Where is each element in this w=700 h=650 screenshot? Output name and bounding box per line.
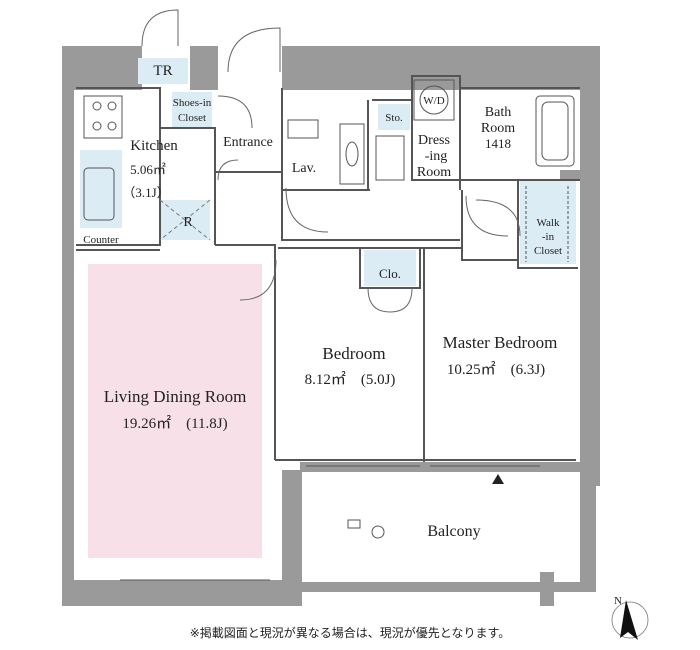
door-swings [141, 9, 521, 313]
kitchen-area: 5.06㎡ [130, 162, 166, 177]
shoes-closet-label-2: Closet [178, 112, 206, 124]
walkin-label-3: Closet [534, 245, 562, 257]
balcony-label: Balcony [427, 523, 480, 540]
interior-walls [76, 75, 580, 462]
window-marker [492, 474, 504, 484]
north-label: N [614, 595, 622, 607]
dressing-label-3: Room [417, 165, 451, 180]
closet-label: Clo. [379, 266, 401, 281]
living-dining-floor [88, 264, 262, 558]
entrance-label: Entrance [223, 135, 273, 150]
shoes-closet-label-1: Shoes-in [173, 97, 212, 109]
room-labels: TR Shoes-in Closet Kitchen 5.06㎡ （3.1J） … [83, 63, 562, 540]
refrigerator-mark [159, 199, 211, 241]
storage-label: Sto. [385, 112, 403, 124]
living-dining-area: 19.26㎡ (11.8J) [122, 415, 227, 432]
dressing-label-2: -ing [425, 149, 448, 164]
kitchen-label: Kitchen [130, 138, 178, 154]
washer-label: W/D [423, 95, 444, 107]
bedroom-area: 8.12㎡ (5.0J) [305, 371, 396, 388]
north-arrow: N [611, 595, 649, 640]
dressing-label-1: Dress [418, 133, 450, 148]
bedroom-label: Bedroom [322, 344, 385, 363]
walkin-label-1: Walk [537, 217, 560, 229]
north-arrow-icon [620, 600, 638, 640]
disclaimer-note: ※掲載図面と現況が異なる場合は、現況が優先となります。 [189, 626, 511, 640]
storage-fills [80, 58, 576, 286]
bath-label-1: Bath [485, 105, 511, 120]
fixtures [83, 79, 575, 581]
tr-label: TR [153, 63, 172, 79]
living-dining-label: Living Dining Room [104, 387, 247, 406]
kitchen-tatami: （3.1J） [122, 185, 169, 200]
refrigerator-label: R [183, 215, 193, 230]
lav-label: Lav. [292, 161, 316, 176]
outer-walls [62, 46, 600, 606]
master-bedroom-area: 10.25㎡ (6.3J) [447, 361, 545, 378]
walkin-label-2: -in [542, 231, 555, 243]
bath-label-2: Room [481, 121, 515, 136]
counter-label: Counter [83, 234, 119, 246]
bath-label-3: 1418 [485, 136, 511, 151]
master-bedroom-label: Master Bedroom [443, 333, 558, 352]
